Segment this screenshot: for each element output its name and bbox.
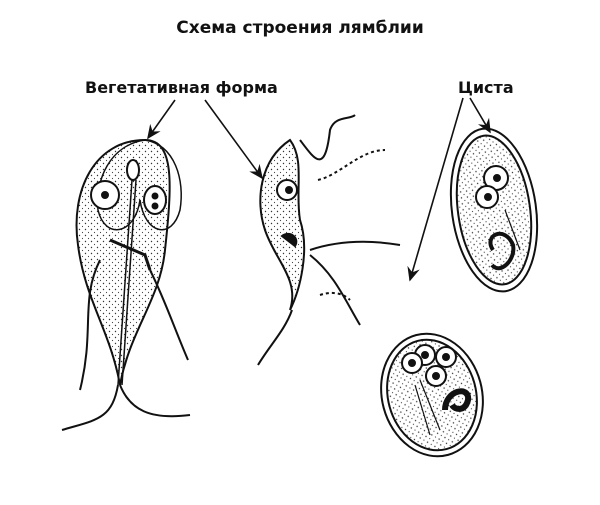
vegetative-side-figure	[257, 114, 401, 366]
cyst-lower-figure	[380, 332, 484, 458]
pointer-arrows	[147, 97, 491, 282]
cyst-upper-figure	[449, 127, 539, 293]
vegetative-front-figure	[61, 138, 191, 431]
diagram-title: Схема строения лямблии	[176, 18, 424, 38]
label-cyst: Циста	[458, 78, 514, 97]
label-vegetative-form: Вегетативная форма	[85, 78, 278, 97]
